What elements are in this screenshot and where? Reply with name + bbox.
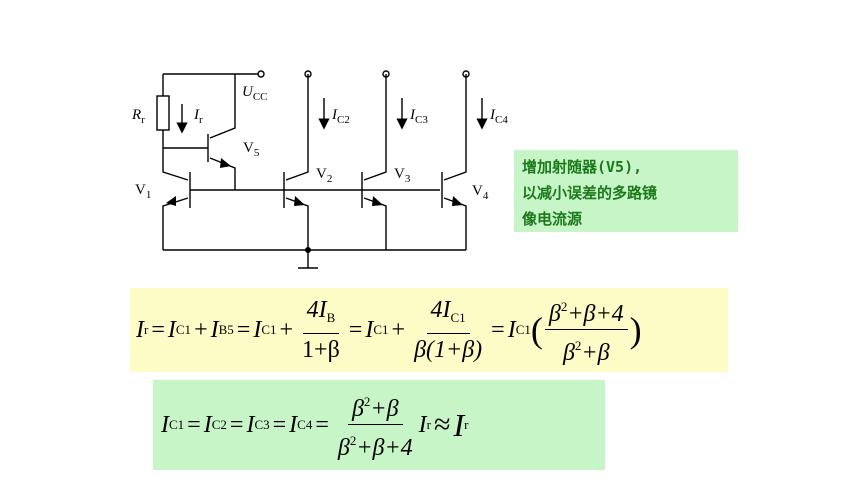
v1-emitter	[162, 197, 189, 250]
eq2-term-4-sub: C4	[297, 417, 313, 432]
eq1-term-1-sub: C1	[175, 322, 192, 337]
v2-emitter	[285, 197, 309, 250]
v4-label: V4	[472, 183, 489, 202]
eq1-term-3: I	[253, 316, 262, 343]
eq2-term-3: I	[246, 411, 255, 438]
v4-collector	[443, 74, 467, 181]
v1-collector-wire	[162, 148, 189, 181]
eq2-ir-2: I	[453, 406, 465, 443]
eq1-term-5-sub: C1	[515, 322, 531, 337]
eq1-fraction-3: β2+β+4 β2+β	[544, 292, 628, 369]
v5-collector-wire	[209, 74, 236, 139]
v1-emitter-arrowhead	[166, 196, 176, 206]
v3-terminal	[382, 70, 390, 78]
eq1-term-5: I	[507, 316, 516, 343]
v3-emitter	[363, 197, 387, 250]
v4-terminal	[462, 70, 470, 78]
eq2-term-4: I	[289, 411, 298, 438]
eq1-fraction-2: 4IC1 β(1+β)	[414, 296, 483, 363]
explanation-note: 增加射随器(V5), 以减小误差的多路镜 像电流源	[514, 150, 738, 232]
ic3-label: IC3	[409, 107, 428, 126]
eq1-term-3-sub: C1	[261, 322, 277, 337]
ucc-label: UCC	[242, 84, 268, 103]
eq1-lhs-sub: r	[144, 322, 149, 337]
note-line-1: 增加射随器(V5),	[522, 158, 643, 176]
eq2-term-1-sub: C1	[169, 417, 185, 432]
eq2-ir-1: I	[418, 411, 427, 438]
eq1-term-4-sub: C1	[373, 322, 389, 337]
v4-emitter	[443, 197, 467, 250]
eq2-term-2: I	[203, 411, 212, 438]
note-line-3: 像电流源	[522, 210, 583, 228]
eq1-term-1: I	[167, 316, 176, 343]
v2-label: V2	[316, 166, 332, 185]
v1-label: V1	[135, 182, 151, 201]
v2-terminal	[304, 70, 312, 78]
eq2-approx-sign: ≈	[434, 408, 451, 441]
ground-junction-dot	[305, 247, 311, 253]
eq1-term-4: I	[365, 316, 374, 343]
v3-collector	[363, 74, 387, 181]
note-line-2: 以减小误差的多路镜	[522, 184, 658, 202]
eq1-term-2: I	[210, 316, 219, 343]
eq2-term-1: I	[161, 411, 169, 438]
eq2-term-3-sub: C3	[254, 417, 270, 432]
v2-collector	[285, 74, 309, 181]
eq1-fraction-1: 4IB 1+β	[302, 296, 340, 363]
eq2-term-2-sub: C2	[211, 417, 227, 432]
v5-emitter-arrowhead	[220, 158, 231, 168]
ucc-terminal	[257, 70, 265, 78]
ic4-label: IC4	[489, 107, 508, 126]
eq1-lhs: I	[136, 316, 144, 343]
v3-emitter-arrowhead	[372, 196, 383, 206]
eq1-term-2-sub: B5	[218, 322, 234, 337]
v2-emitter-arrowhead	[294, 196, 305, 206]
eq2-fraction: β2+β β2+β+4	[334, 387, 417, 464]
v3-label: V3	[394, 166, 411, 185]
eq2-ir-1-sub: r	[426, 417, 432, 432]
rr-label: Rr	[131, 107, 145, 126]
rr-resistor	[156, 95, 170, 131]
v4-emitter-arrowhead	[452, 196, 463, 206]
ir-label: Ir	[193, 107, 203, 126]
v5-label: V5	[243, 140, 260, 159]
ic2-label: IC2	[331, 107, 350, 126]
v5-emitter	[209, 157, 236, 190]
eq2-ir-2-sub: r	[464, 417, 469, 432]
